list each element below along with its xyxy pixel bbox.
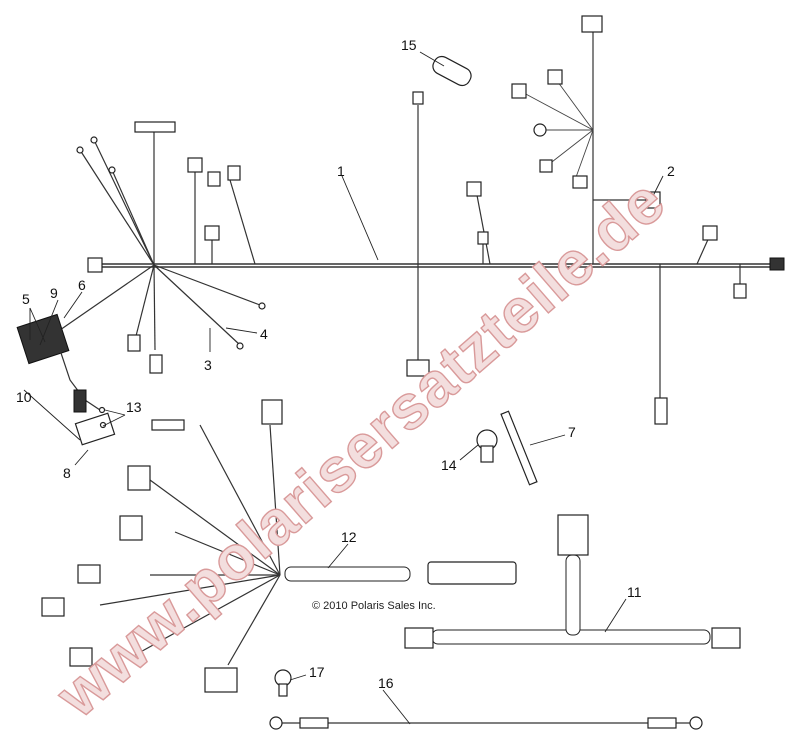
screw-17 [274, 669, 292, 697]
callout-6: 6 [78, 277, 86, 293]
callout-1: 1 [337, 163, 345, 179]
callout-11: 11 [627, 584, 642, 600]
callout-3: 3 [204, 357, 212, 373]
fuse-box-assembly [16, 313, 116, 446]
callout-12: 12 [341, 529, 357, 545]
callout-labels: 1 2 3 4 5 6 7 8 9 10 11 12 13 14 15 16 1… [16, 37, 675, 691]
callout-13: 13 [126, 399, 142, 415]
sleeve-15 [432, 55, 472, 87]
harness-11 [404, 514, 741, 649]
callout-10: 10 [16, 389, 32, 405]
callout-5: 5 [22, 291, 30, 307]
callout-8: 8 [63, 465, 71, 481]
callout-2: 2 [667, 163, 675, 179]
callout-7: 7 [568, 424, 576, 440]
callout-15: 15 [401, 37, 417, 53]
callout-17: 17 [309, 664, 325, 680]
leader-lines [23, 51, 664, 725]
cable-tie-7 [500, 410, 538, 486]
harness-12 [41, 399, 517, 693]
watermark-text: www.polarisersatzteile.de [43, 166, 678, 731]
callout-14: 14 [441, 457, 457, 473]
copyright-text: © 2010 Polaris Sales Inc. [312, 600, 436, 612]
ground-cable-16 [269, 716, 703, 730]
callout-16: 16 [378, 675, 394, 691]
callout-9: 9 [50, 285, 58, 301]
main-harness [59, 15, 785, 425]
clip-14 [476, 429, 498, 463]
callout-4: 4 [260, 326, 268, 342]
